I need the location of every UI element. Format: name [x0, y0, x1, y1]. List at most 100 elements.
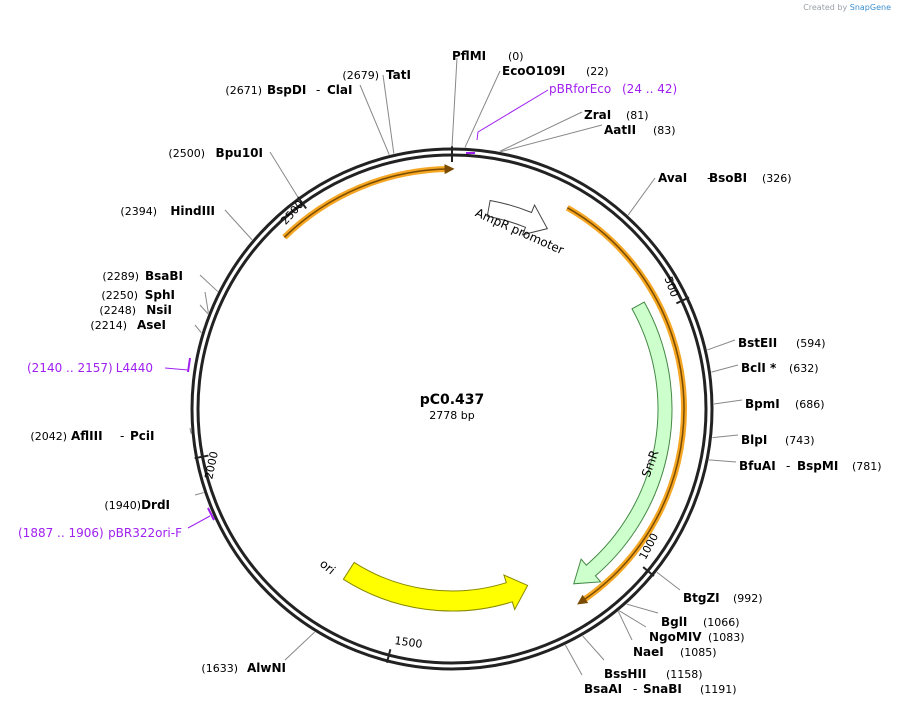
restriction-site[interactable]: BsaBI(2289)	[102, 269, 183, 283]
site-name: BsaBI	[145, 269, 183, 283]
site-position: (632)	[789, 362, 819, 375]
restriction-site[interactable]: Bpu10I (2500)	[168, 146, 263, 160]
restriction-site[interactable]: BssHII(1158)	[604, 667, 703, 681]
site-leader-line	[199, 304, 209, 315]
ori-feature-arrow	[342, 561, 529, 612]
site-name: EcoO109I	[502, 64, 565, 78]
restriction-site[interactable]: BtgZI(992)	[683, 591, 763, 605]
site-name: SphI	[145, 288, 175, 302]
restriction-site[interactable]: AatII(83)	[604, 123, 676, 137]
primer-label[interactable]: (1887 .. 1906)pBR322ori-F	[18, 526, 182, 540]
site-leader-line	[626, 603, 659, 614]
primer-range: (24 .. 42)	[622, 82, 677, 96]
restriction-site[interactable]: BglI(1066)	[661, 615, 740, 629]
restriction-site[interactable]: BfuAI - BspMI(781)	[739, 459, 882, 473]
site-name: Bpu10I	[216, 146, 263, 160]
site-name-2: SnaBI	[643, 682, 682, 696]
restriction-site[interactable]: AflIII - PciI(2042)	[30, 429, 154, 443]
plasmid-name: pC0.437	[420, 392, 485, 408]
site-leader-line	[451, 57, 458, 148]
restriction-site[interactable]: AseI (2214)	[90, 318, 166, 332]
tick-mark	[385, 648, 392, 664]
primer-name: L4440	[116, 361, 153, 375]
restriction-site[interactable]: NsiI(2248)	[99, 303, 172, 317]
site-leader-line	[656, 571, 681, 591]
site-name: NsiI	[146, 303, 172, 317]
site-position: (0)	[508, 50, 524, 63]
site-position: (594)	[796, 337, 826, 350]
site-position: (686)	[795, 398, 825, 411]
primer-leader	[476, 89, 549, 141]
site-leader-line	[382, 74, 395, 154]
site-position: (2500)	[168, 147, 205, 160]
site-leader-line	[618, 610, 647, 628]
restriction-site[interactable]: BstEII(594)	[738, 336, 826, 350]
site-name: BssHII	[604, 667, 646, 681]
site-leader-line	[708, 459, 737, 463]
site-name: BpmI	[745, 397, 780, 411]
primer-leader	[164, 367, 189, 371]
site-leader-line	[627, 177, 656, 216]
site-name: AseI	[137, 318, 166, 332]
site-leader-line	[359, 84, 390, 155]
restriction-site[interactable]: BpmI (686)	[745, 397, 825, 411]
site-position: (1191)	[700, 683, 737, 696]
tick-label: 1500	[394, 634, 424, 651]
site-name: BglI	[661, 615, 687, 629]
site-position: (326)	[762, 172, 792, 185]
site-position: (743)	[785, 434, 815, 447]
restriction-site[interactable]: TatI(2679)	[342, 68, 411, 82]
site-separator: -	[786, 459, 790, 473]
site-name: BclI *	[741, 361, 777, 375]
primer-range: (1887 .. 1906)	[18, 526, 104, 540]
primer-mark	[207, 507, 215, 521]
site-name: BsaAI	[584, 682, 622, 696]
site-leader-line	[194, 492, 204, 496]
site-leader-line	[199, 274, 219, 292]
site-name: AflIII	[71, 429, 103, 443]
restriction-site[interactable]: AlwNI (1633)	[201, 661, 286, 675]
site-position: (2250)	[101, 289, 138, 302]
restriction-site[interactable]: BsaAI - SnaBI (1191)	[584, 682, 737, 696]
restriction-site[interactable]: PflMI (0)	[452, 49, 524, 63]
ori-label: ori	[317, 557, 338, 578]
site-name-2: PciI	[130, 429, 155, 443]
restriction-site[interactable]: NaeI(1085)	[633, 645, 717, 659]
primer-label[interactable]: pBRforEco(24 .. 42)	[549, 82, 677, 96]
site-name: TatI	[386, 68, 411, 82]
restriction-site[interactable]: EcoO109I(22)	[502, 64, 609, 78]
site-separator: -	[707, 171, 711, 185]
site-name: DrdI	[141, 498, 170, 512]
site-position: (1940)	[104, 499, 141, 512]
site-leader-line	[500, 124, 603, 153]
site-position: (2214)	[90, 319, 127, 332]
site-position: (1633)	[201, 662, 238, 675]
restriction-site[interactable]: SphI (2250)	[101, 288, 175, 302]
site-name: AlwNI	[247, 661, 286, 675]
primer-mark	[187, 357, 191, 373]
restriction-site[interactable]: DrdI(1940)	[104, 498, 170, 512]
site-name: NgoMIV	[649, 630, 702, 644]
site-name-2: ClaI	[327, 83, 352, 97]
site-leader-line	[224, 209, 253, 241]
site-position: (2671)	[225, 84, 262, 97]
restriction-site[interactable]: NgoMIV (1083)	[649, 630, 745, 644]
primer-label[interactable]: (2140 .. 2157)L4440	[27, 361, 153, 375]
restriction-site[interactable]: BclI * (632)	[741, 361, 819, 375]
restriction-site[interactable]: ZraI(81)	[584, 108, 649, 122]
site-position: (1085)	[680, 646, 717, 659]
restriction-site[interactable]: BlpI(743)	[741, 433, 815, 447]
restriction-site[interactable]: AvaI - BsoBI(326)	[658, 171, 792, 185]
site-leader-line	[707, 339, 736, 351]
tick-mark	[297, 196, 307, 210]
restriction-site[interactable]: HindIII(2394)	[120, 204, 215, 218]
orange-region-line	[566, 207, 685, 600]
site-position: (2394)	[120, 205, 157, 218]
orange-region-arc	[282, 166, 448, 240]
site-separator: -	[633, 682, 637, 696]
site-separator: -	[316, 83, 320, 97]
site-leader-line	[582, 635, 605, 661]
restriction-site[interactable]: BspDI - ClaI(2671)	[225, 83, 352, 97]
site-position: (1083)	[708, 631, 745, 644]
site-name: PflMI	[452, 49, 486, 63]
